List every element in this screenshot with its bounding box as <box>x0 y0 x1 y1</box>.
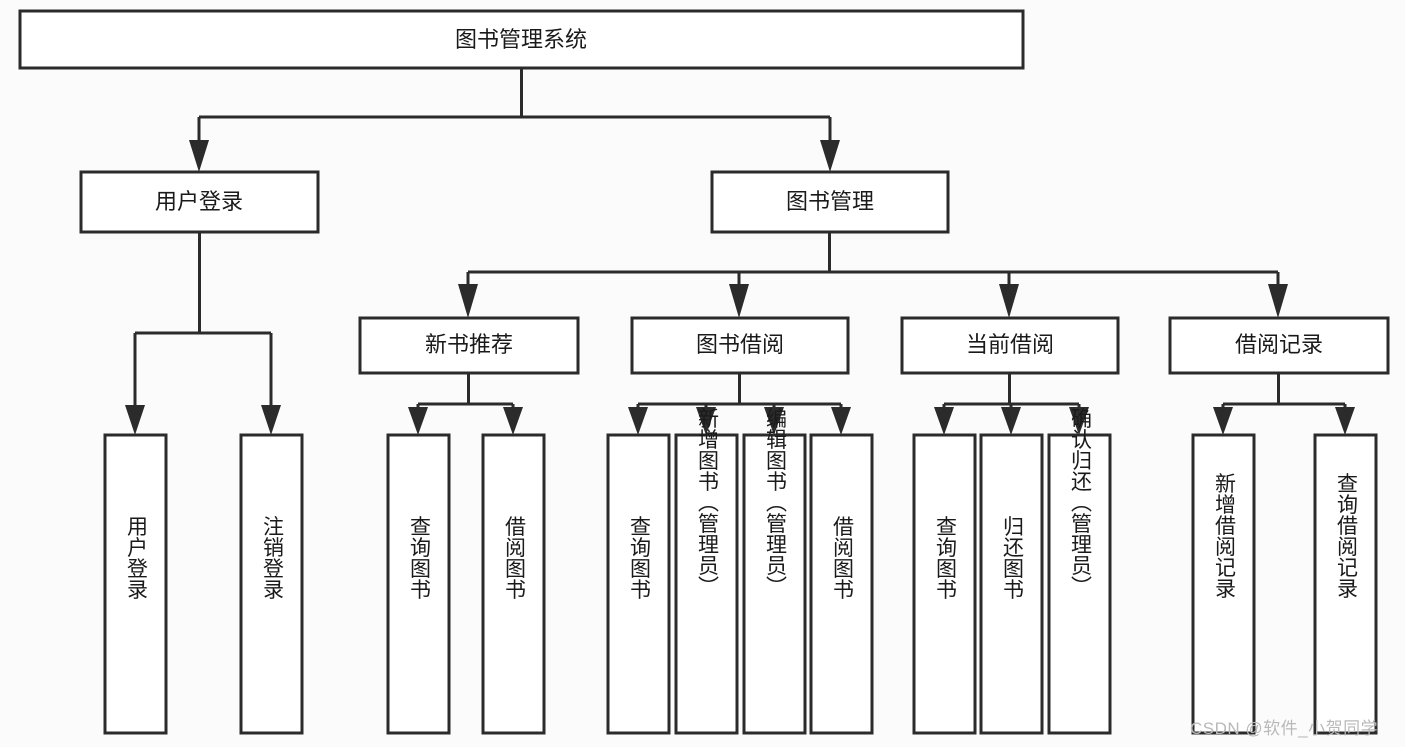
node-leaf-current-query-book[interactable]: 查询图书 <box>912 433 977 735</box>
arrowhead-icon <box>764 407 784 435</box>
node-leaf-borrow-query-book[interactable]: 查询图书 <box>606 433 671 735</box>
arrowhead-icon <box>1069 407 1089 435</box>
node-book-borrow[interactable]: 图书借阅 <box>630 316 850 375</box>
node-label: 图书管理系统 <box>455 27 587 52</box>
arrowhead-icon <box>729 284 749 318</box>
node-leaf-current-confirm-return[interactable]: 确认归还（管理员） <box>1047 407 1112 735</box>
arrowhead-icon <box>503 407 523 435</box>
arrowhead-icon <box>1335 407 1355 435</box>
node-layer: 图书管理系统 用户登录 图书管理 新书推荐 图书借阅 当前 <box>18 9 1390 735</box>
arrowhead-icon <box>696 407 716 435</box>
node-user-login[interactable]: 用户登录 <box>79 170 320 234</box>
node-current-borrow[interactable]: 当前借阅 <box>900 316 1120 375</box>
node-leaf-newbook-borrow-book[interactable]: 借阅图书 <box>481 433 546 735</box>
arrowhead-icon <box>1213 407 1233 435</box>
node-label: 借阅图书 <box>830 516 854 600</box>
arrowhead-icon <box>125 405 145 435</box>
node-label: 新增图书（管理员） <box>695 407 719 596</box>
node-label: 新增借阅记录 <box>1212 472 1236 598</box>
node-root-book-management-system[interactable]: 图书管理系统 <box>18 9 1025 70</box>
arrowhead-icon <box>189 140 209 172</box>
node-label: 确认归还（管理员） <box>1068 407 1092 596</box>
node-leaf-borrow-borrow-book[interactable]: 借阅图书 <box>809 433 874 735</box>
node-leaf-borrow-edit-book[interactable]: 编辑图书（管理员） <box>742 407 807 735</box>
node-label: 新书推荐 <box>425 332 513 357</box>
arrowhead-icon <box>999 284 1019 318</box>
node-label: 编辑图书（管理员） <box>763 407 787 596</box>
node-book-management[interactable]: 图书管理 <box>710 170 950 234</box>
arrowhead-icon <box>261 405 281 435</box>
arrowhead-icon <box>1268 284 1288 318</box>
node-leaf-record-add-record[interactable]: 新增借阅记录 <box>1191 433 1256 735</box>
node-label: 查询图书 <box>933 516 957 600</box>
csdn-watermark: CSDN @软件_小贺同学 <box>1190 719 1379 738</box>
node-leaf-current-return-book[interactable]: 归还图书 <box>979 433 1044 735</box>
node-label: 用户登录 <box>155 189 243 214</box>
node-label: 借阅图书 <box>502 516 526 600</box>
arrowhead-layer <box>125 140 1355 435</box>
node-label: 图书管理 <box>786 189 874 214</box>
node-borrow-record[interactable]: 借阅记录 <box>1168 316 1390 375</box>
node-label: 归还图书 <box>1000 516 1024 600</box>
node-new-book-recommend[interactable]: 新书推荐 <box>358 316 580 375</box>
node-leaf-user-login-login[interactable]: 用户登录 <box>103 433 168 735</box>
node-leaf-user-login-logout[interactable]: 注销登录 <box>239 433 304 735</box>
arrowhead-icon <box>820 140 840 172</box>
node-label: 当前借阅 <box>966 332 1054 357</box>
node-leaf-record-query-record[interactable]: 查询借阅记录 <box>1313 433 1378 735</box>
node-label: 用户登录 <box>124 516 148 600</box>
arrowhead-icon <box>458 284 478 318</box>
node-label: 查询图书 <box>407 516 431 600</box>
arrowhead-icon <box>831 407 851 435</box>
node-label: 图书借阅 <box>696 332 784 357</box>
arrowhead-icon <box>628 407 648 435</box>
arrowhead-icon <box>934 407 954 435</box>
node-leaf-newbook-query-book[interactable]: 查询图书 <box>386 433 451 735</box>
node-leaf-borrow-add-book[interactable]: 新增图书（管理员） <box>674 407 739 735</box>
node-label: 查询图书 <box>627 516 651 600</box>
arrowhead-icon <box>408 407 428 435</box>
arrowhead-icon <box>1001 407 1021 435</box>
node-label: 注销登录 <box>260 516 284 600</box>
node-label: 查询借阅记录 <box>1334 472 1358 598</box>
node-label: 借阅记录 <box>1235 332 1323 357</box>
